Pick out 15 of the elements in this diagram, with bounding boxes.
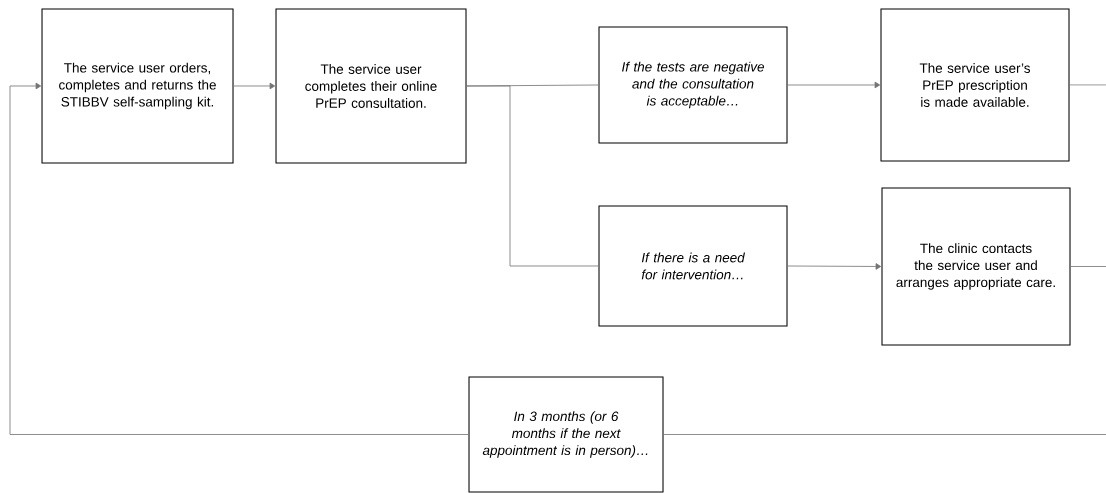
connector: [9, 82, 469, 435]
connector: [1070, 266, 1106, 267]
process-box: The clinic contacts the service user and arranges appropriate care.: [881, 187, 1071, 346]
connector: [787, 263, 882, 270]
condition-box: In 3 months (or 6 months if the next appointment is in person)…: [468, 376, 664, 493]
condition-box: If the tests are negative and the consultation is acceptable…: [598, 26, 788, 144]
process-box: The service user orders, completes and returns the STIBBV self-sampling kit.: [41, 8, 234, 164]
process-box: The service user’s PrEP prescription is made available.: [880, 8, 1070, 162]
connector: [1069, 84, 1106, 86]
process-box: The service user completes their online PrEP consultation.: [275, 8, 467, 164]
connector: [466, 85, 599, 267]
condition-box: If there is a need for intervention…: [598, 205, 788, 327]
connector: [787, 81, 881, 89]
connector: [663, 434, 1106, 435]
connector: [233, 82, 276, 90]
